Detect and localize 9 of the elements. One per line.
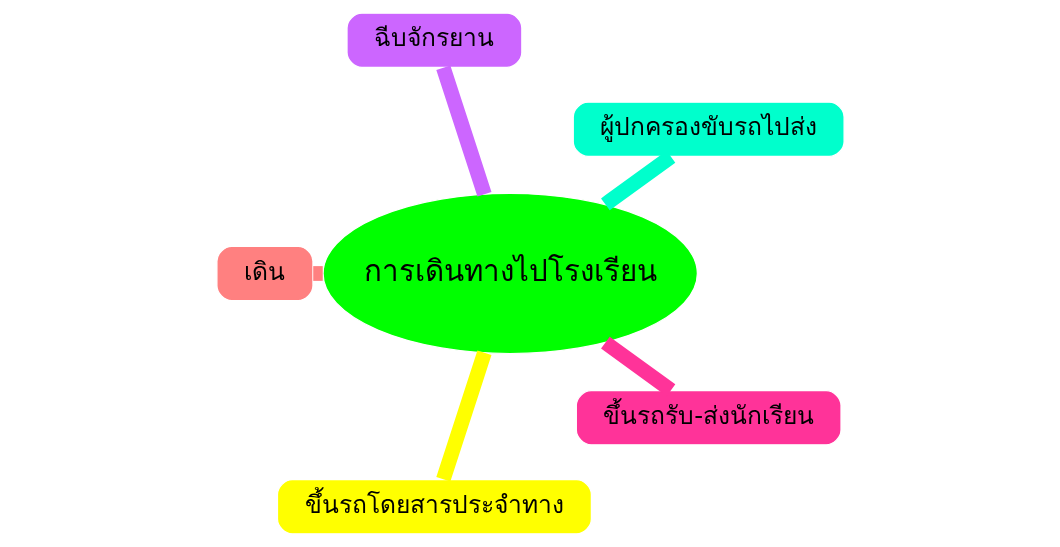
node-ellipse: การเดินทางไปโรงเรียน: [322, 192, 698, 355]
connector: [435, 65, 491, 197]
node-box: ขึ้นรถรับ-ส่งนักเรียน: [575, 390, 842, 446]
node-box: เดิน: [215, 245, 314, 302]
connector: [435, 350, 491, 482]
connector: [312, 266, 323, 281]
node-box: ผู้ปกครองขับรถไปส่ง: [572, 101, 845, 157]
node-box: ฉีบจักรยาน: [345, 12, 522, 68]
node-box: ขึ้นรถโดยสารประจำทาง: [276, 479, 592, 535]
